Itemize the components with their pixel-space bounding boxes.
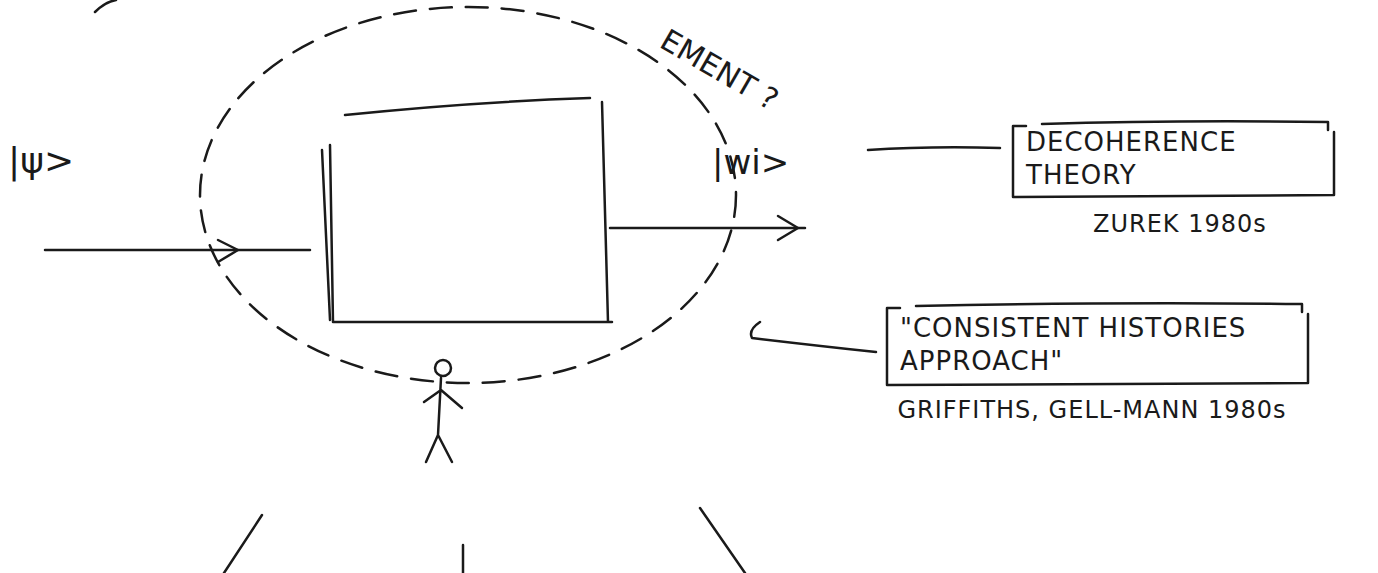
bracket-box: DECOHERENCE THEORYZUREK 1980s xyxy=(1008,118,1338,201)
arrow-head xyxy=(778,216,798,240)
output-line xyxy=(610,227,805,230)
bracket-stroke xyxy=(887,303,1308,385)
attribution-note: GRIFFITHS, GELL-MANN 1980s xyxy=(882,395,1302,425)
observer-figure xyxy=(424,378,462,462)
input-line xyxy=(45,249,310,252)
box-title: "CONSISTENT HISTORIES APPROACH" xyxy=(900,312,1298,377)
dashed-boundary xyxy=(200,7,736,383)
leader-line xyxy=(751,322,876,352)
box-title: DECOHERENCE THEORY xyxy=(1026,126,1324,191)
attribution-note: ZUREK 1980s xyxy=(1093,209,1378,239)
observer-head xyxy=(435,360,451,376)
bracket-box: "CONSISTENT HISTORIES APPROACH"GRIFFITHS… xyxy=(882,300,1312,389)
state-label: |ψ> xyxy=(8,140,74,181)
question-note: EMENT ? xyxy=(655,22,785,117)
pen-mark xyxy=(95,0,116,12)
branch-line xyxy=(224,508,745,573)
arrow-head xyxy=(218,240,238,262)
bracket-stroke xyxy=(1013,121,1334,197)
black-box xyxy=(322,98,612,322)
leader-line xyxy=(868,147,1000,150)
state-label: |wi> xyxy=(712,142,789,182)
